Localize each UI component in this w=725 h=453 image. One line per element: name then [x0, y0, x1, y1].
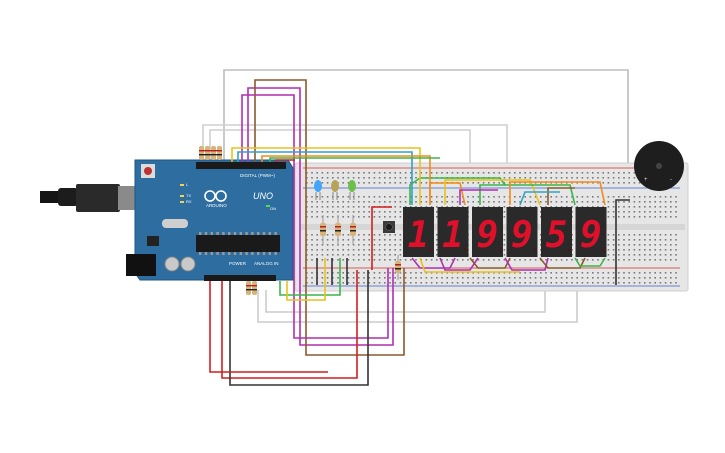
jumper-brown-1 [547, 187, 575, 205]
wire-purple-1 [247, 87, 394, 346]
wire-cyan-1 [237, 151, 413, 205]
jumper-cyan-1 [519, 191, 560, 206]
analog-label: ANALOG IN [254, 261, 279, 266]
tx-label: TX [186, 193, 191, 198]
led-tx-indicator [180, 195, 184, 197]
led-on-indicator [266, 205, 270, 207]
wire-red-short [275, 159, 295, 162]
resistor-group-header [199, 146, 257, 295]
display-digit: 9 [477, 215, 499, 256]
jumper-purple-1 [459, 189, 498, 205]
usb-cable-plug-end [40, 191, 60, 203]
wire-gray-bottom-2 [265, 290, 546, 313]
resistor-2[interactable] [335, 215, 341, 245]
usb-cable-connector [76, 184, 120, 212]
wire-black-buzzer [615, 199, 630, 285]
wire-purple-2 [241, 94, 389, 339]
display-digit-module [575, 207, 607, 257]
atmega-chip [196, 235, 280, 252]
capacitor-2 [180, 256, 196, 272]
led-green[interactable] [348, 180, 356, 200]
small-chip [147, 236, 159, 246]
pushbutton[interactable] [383, 221, 395, 233]
display-digit: 9 [511, 215, 533, 256]
display-decimal-point [533, 248, 536, 252]
buzzer-minus-label: - [670, 177, 672, 183]
display-digit: 9 [580, 215, 602, 256]
buzzer-plus-label: + [644, 177, 648, 183]
uno-label: UNO [253, 191, 273, 201]
wire-green-2 [279, 258, 341, 296]
display-decimal-point [429, 248, 433, 252]
on-label: ON [270, 206, 276, 211]
wire-red-button [371, 206, 392, 270]
arduino-uno[interactable]: DIGITAL (PWM~) UNO ARDUINO POWER ANALOG … [40, 159, 294, 281]
power-label: POWER [229, 261, 247, 266]
display-digit-module [506, 207, 538, 257]
analog-power-header [204, 275, 276, 281]
wire-gray-3 [209, 129, 471, 165]
led-blue[interactable] [314, 180, 322, 200]
resistor-group-breadboard [320, 215, 401, 280]
display-decimal-point [567, 248, 571, 252]
wire-green-1 [269, 157, 440, 162]
wire-gray-top [223, 69, 629, 175]
led-yellow[interactable] [331, 180, 339, 200]
rx-label: RX [186, 199, 192, 204]
led-blue-lens [314, 180, 322, 192]
wire-brown-1 [254, 79, 405, 356]
buzzer-hole [656, 163, 662, 169]
jumper-yellow-b1 [419, 257, 520, 273]
jumper-purple-b3 [504, 257, 549, 271]
wire-black-gnd [229, 270, 369, 386]
jumper-group-bottom [411, 257, 606, 273]
display-decimal-point [464, 248, 467, 252]
wire-red-power [221, 270, 358, 379]
reset-button[interactable] [144, 167, 152, 175]
wire-group-arduino [209, 79, 630, 386]
display-digit: 1 [408, 215, 430, 256]
display-decimal-point [602, 248, 605, 252]
ic-pins [199, 232, 277, 255]
display-digit-module [541, 207, 572, 257]
jumper-orange-2 [509, 181, 606, 206]
usb-cable-strain [58, 188, 78, 206]
wire-gray-2 [202, 124, 508, 165]
piezo-buzzer[interactable]: + - [634, 141, 684, 191]
wire-red-2 [209, 281, 328, 373]
pushbutton-cap [385, 223, 393, 231]
display-digit: 5 [546, 215, 568, 256]
jumper-green-b1 [574, 257, 606, 267]
arduino-brand: ARDUINO [206, 203, 227, 208]
led-l-indicator [180, 184, 184, 186]
digital-label: DIGITAL (PWM~) [240, 173, 275, 178]
led-rx-indicator [180, 201, 184, 203]
resistor-3[interactable] [350, 215, 356, 245]
l-label: L [186, 182, 189, 187]
wire-yellow-1 [231, 147, 421, 205]
jumper-green-2 [479, 184, 576, 206]
digital-header [196, 162, 286, 169]
wire-gray-bottom [257, 290, 578, 323]
jumper-purple-b1 [411, 257, 456, 269]
display-digit-module [472, 207, 503, 257]
crystal-oscillator [162, 219, 188, 228]
display-digit-module [403, 207, 434, 257]
led-yellow-lens [331, 180, 339, 192]
resistor-1[interactable] [320, 215, 326, 245]
wire-yellow-2 [286, 258, 326, 301]
display-digit-module [437, 207, 469, 257]
arduino-logo-icon [204, 190, 227, 202]
display-decimal-point [498, 248, 502, 252]
led-green-lens [348, 180, 356, 192]
capacitor-1 [164, 256, 180, 272]
display-digit: 1 [442, 215, 464, 256]
power-jack [126, 254, 156, 276]
resistor-4[interactable] [395, 255, 401, 280]
wire-orange-1 [261, 155, 431, 205]
jumper-brown-b2 [539, 257, 586, 269]
